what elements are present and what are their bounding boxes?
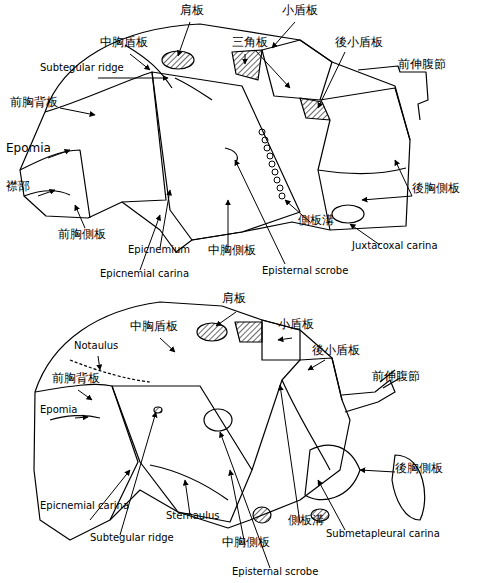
part-label: 肩板 — [222, 292, 246, 305]
part-label: Sternaulus — [166, 510, 220, 521]
part-label: Epicnemial carina — [40, 500, 129, 511]
part-label: 前伸腹節 — [372, 370, 420, 383]
part-label: 中胸側板 — [222, 536, 270, 549]
part-label: Epicnemium — [128, 244, 190, 255]
part-label: Subtegular ridge — [40, 62, 124, 73]
part-label: 小盾板 — [282, 4, 318, 17]
part-label: 後胸側板 — [412, 182, 460, 195]
part-label: 側板溝 — [288, 514, 324, 527]
part-label: Notaulus — [74, 340, 118, 351]
part-label: Subtegular ridge — [90, 532, 174, 543]
part-label: Episternal scrobe — [262, 265, 348, 276]
part-label: 小盾板 — [278, 318, 314, 331]
part-label: 襟部 — [6, 180, 30, 193]
part-label: 三角板 — [232, 36, 268, 49]
part-label: 後小盾板 — [312, 344, 360, 357]
part-label: Juxtacoxal carina — [352, 240, 438, 251]
part-label: 側板溝 — [298, 214, 334, 227]
part-label: Epicnemial carina — [100, 268, 189, 279]
part-label: 中胸盾板 — [100, 36, 148, 49]
part-label: 肩板 — [180, 4, 204, 17]
part-label: 中胸側板 — [208, 244, 256, 257]
part-label: 前胸背板 — [10, 96, 58, 109]
part-label: 前伸腹節 — [398, 58, 446, 71]
part-label: Submetapleural carina — [326, 528, 440, 539]
part-label: Epomia — [40, 404, 77, 415]
part-label: Episternal scrobe — [232, 566, 318, 577]
part-label: Epomia — [6, 142, 51, 155]
part-label: 後小盾板 — [335, 36, 383, 49]
upper-figure — [20, 22, 428, 270]
part-label: 前胸背板 — [52, 372, 100, 385]
part-label: 前胸側板 — [58, 228, 106, 241]
part-label: 中胸盾板 — [130, 320, 178, 333]
part-label: 後胸側板 — [395, 462, 443, 475]
